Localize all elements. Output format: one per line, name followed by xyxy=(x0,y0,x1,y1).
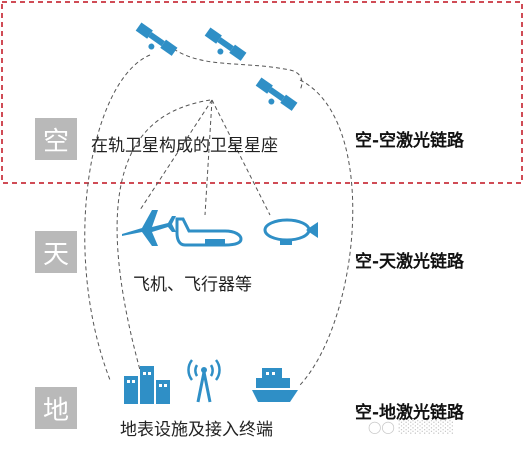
airliner-icon xyxy=(175,217,243,247)
inner-loop-line xyxy=(116,99,211,371)
ground-caption: 地表设施及接入终端 xyxy=(120,420,273,440)
buildings-icon xyxy=(124,366,170,404)
ground-layer-badge: 地 xyxy=(35,387,77,429)
watermark: ◯◯ ░░░░░░ xyxy=(368,420,455,434)
airship-icon xyxy=(263,218,318,245)
fan-line-3 xyxy=(211,99,271,216)
space-ground-link-label: 空-地激光链路 xyxy=(355,403,465,423)
space-sky-link-label: 空-天激光链路 xyxy=(355,252,465,272)
fan-line-1 xyxy=(139,99,213,211)
space-layer-badge: 空 xyxy=(35,118,77,160)
satellite-icon xyxy=(255,77,298,111)
sky-layer-badge: 天 xyxy=(35,231,77,273)
outer-loop-right xyxy=(299,79,354,386)
fan-line-2 xyxy=(204,99,213,216)
satellite-icon xyxy=(204,27,247,61)
satellite-icon xyxy=(135,22,178,56)
space-caption: 在轨卫星构成的卫星星座 xyxy=(91,136,278,156)
outer-loop-left xyxy=(84,54,151,381)
sky-caption: 飞机、飞行器等 xyxy=(133,275,252,295)
airplane-icon xyxy=(122,210,176,246)
antenna-tower-icon xyxy=(187,359,221,403)
sat-link xyxy=(167,44,303,91)
ship-icon xyxy=(252,368,298,402)
space-space-link-label: 空-空激光链路 xyxy=(355,131,465,151)
